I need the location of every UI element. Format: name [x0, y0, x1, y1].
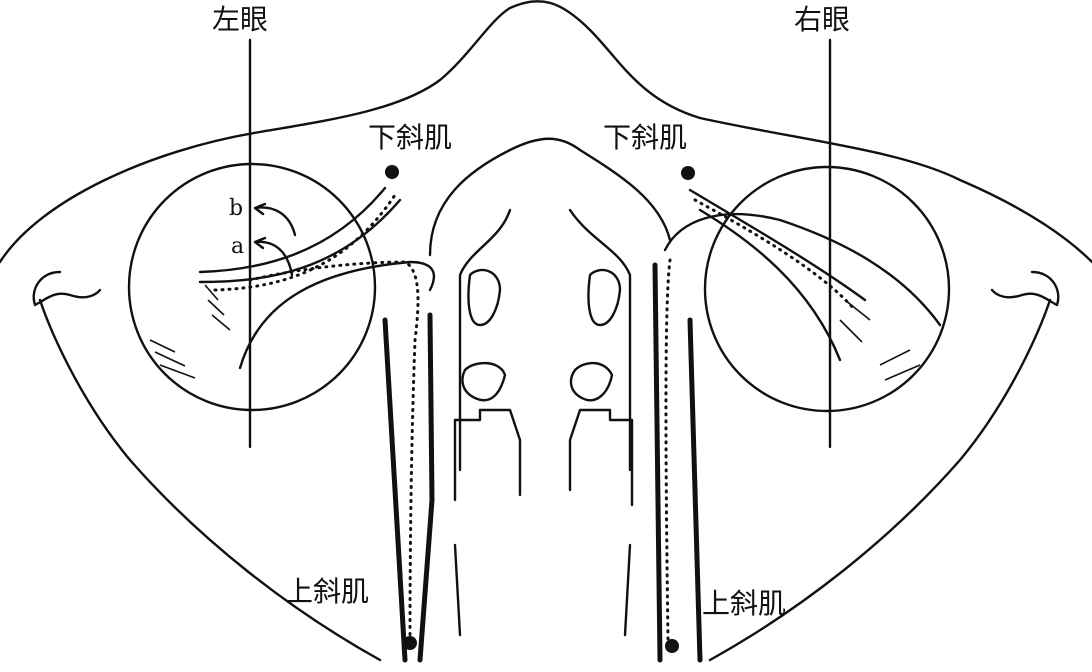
right-inferior-oblique-dot	[681, 166, 695, 180]
nasal-left-cell-mid	[461, 361, 507, 402]
nasal-septum	[458, 208, 632, 472]
right-ear-curl	[990, 270, 1060, 307]
skull-outline	[0, 0, 1092, 264]
left-inferior-oblique-label: 下斜肌	[368, 121, 453, 154]
right-eyeball	[703, 165, 951, 413]
left-eyeball	[127, 162, 377, 412]
arrow-b-label: b	[229, 196, 244, 221]
left-superior-oblique-label: 上斜肌	[285, 575, 370, 608]
left-hatch	[149, 284, 231, 379]
nasal-lower-left	[453, 408, 522, 502]
left-superior-oblique-dotted	[248, 260, 420, 642]
left-inferior-oblique-muscle	[198, 186, 402, 284]
left-inferior-oblique-dotted	[213, 193, 397, 292]
left-superior-oblique-body	[382, 312, 435, 663]
arrow-a-label: a	[231, 234, 245, 259]
left-ear-curl	[32, 270, 102, 307]
right-superior-oblique-dot	[665, 639, 679, 653]
right-eye-label: 右眼	[794, 3, 851, 36]
right-superior-oblique-label: 上斜肌	[702, 587, 787, 620]
nasal-lower-lines	[453, 543, 632, 637]
nasal-right-cell-upper	[587, 268, 622, 327]
left-eye-label: 左眼	[212, 3, 269, 36]
right-inferior-oblique-label: 下斜肌	[603, 121, 688, 154]
nasal-left-cell-upper	[467, 268, 502, 327]
right-inferior-oblique-dotted	[693, 198, 857, 312]
nasal-lower-right	[568, 408, 634, 507]
right-superior-oblique-tendon	[663, 212, 942, 327]
arrow-a	[253, 236, 294, 277]
right-superior-oblique-body	[652, 262, 703, 663]
nasal-right-cell-mid	[569, 361, 614, 402]
right-hatch	[839, 299, 921, 381]
left-inferior-oblique-dot	[385, 165, 399, 179]
left-superior-oblique-tendon	[238, 260, 436, 370]
nasal-bridge	[428, 137, 672, 257]
left-superior-oblique-dot	[403, 636, 417, 650]
face-outline-right	[708, 298, 1052, 662]
right-superior-oblique-dotted	[664, 258, 672, 642]
face-outline-left	[38, 298, 382, 662]
right-inferior-oblique-muscle	[688, 188, 867, 362]
arrow-b	[253, 202, 297, 237]
